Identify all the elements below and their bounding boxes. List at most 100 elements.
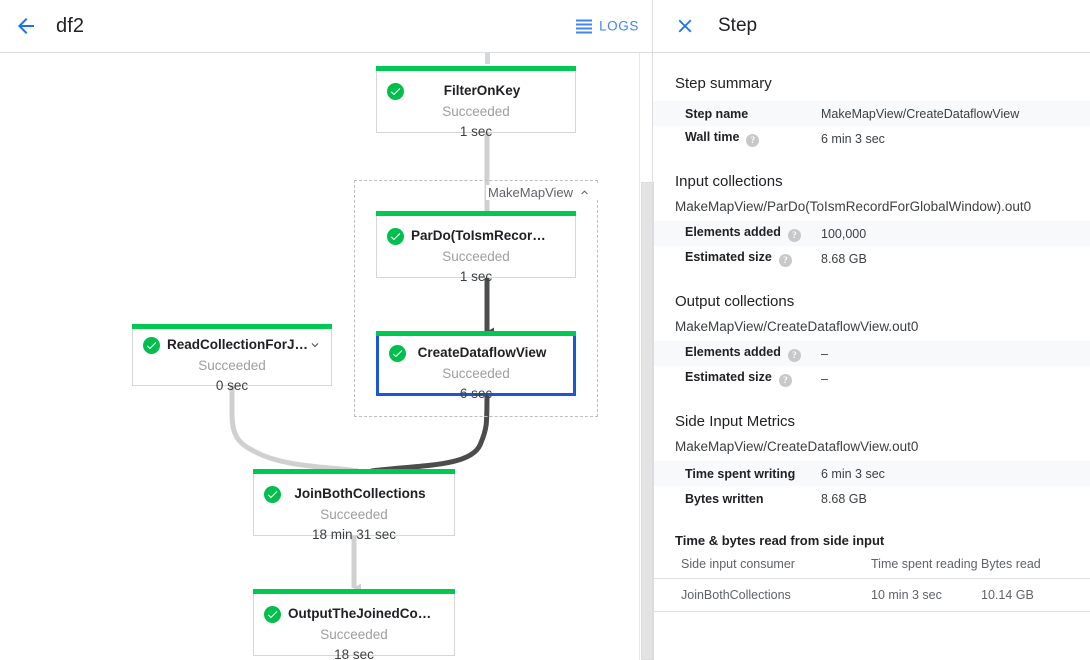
node-status-bar bbox=[253, 589, 455, 594]
node-status-bar bbox=[253, 469, 455, 474]
output-collections-table: Elements added? – Estimated size? – bbox=[653, 341, 1090, 391]
row-label: Elements added? bbox=[653, 341, 821, 366]
node-status-bar bbox=[376, 331, 576, 336]
step-panel-title: Step bbox=[718, 15, 758, 36]
help-icon[interactable]: ? bbox=[787, 349, 801, 363]
node-duration: 18 min 31 sec bbox=[311, 527, 397, 542]
row-label: Wall time? bbox=[653, 126, 821, 151]
node-title: OutputTheJoinedCollec… bbox=[288, 606, 454, 621]
table-row: Elements added? 100,000 bbox=[653, 221, 1090, 246]
section-heading-side-input-metrics: Side Input Metrics bbox=[675, 413, 796, 430]
graph-node-join-both-collections[interactable]: JoinBothCollections Succeeded 18 min 31 … bbox=[253, 469, 455, 542]
node-status: Succeeded bbox=[198, 358, 266, 373]
table-row: Estimated size? 8.68 GB bbox=[653, 246, 1090, 271]
help-icon[interactable]: ? bbox=[778, 254, 792, 268]
table-row: Estimated size? – bbox=[653, 366, 1090, 391]
node-duration: 1 sec bbox=[459, 124, 493, 139]
node-duration: 0 sec bbox=[215, 378, 249, 393]
graph-group-makemapview[interactable] bbox=[354, 180, 598, 417]
pane-divider bbox=[652, 0, 653, 660]
help-icon[interactable]: ? bbox=[746, 134, 760, 148]
check-circle-icon bbox=[264, 486, 281, 503]
cell-bytes-read: 10.14 GB bbox=[981, 578, 1090, 612]
table-row: Wall time? 6 min 3 sec bbox=[653, 126, 1090, 151]
node-duration: 18 sec bbox=[334, 647, 374, 660]
row-value: – bbox=[821, 346, 828, 361]
node-status: Succeeded bbox=[442, 249, 510, 264]
row-label: Time spent writing bbox=[685, 466, 796, 481]
logs-button[interactable]: LOGS bbox=[576, 19, 639, 34]
node-status: Succeeded bbox=[442, 104, 510, 119]
row-label: Estimated size? bbox=[653, 246, 821, 271]
graph-node-output-the-joined-collection[interactable]: OutputTheJoinedCollec… Succeeded 18 sec bbox=[253, 589, 455, 660]
input-collections-table: Elements added? 100,000 Estimated size? … bbox=[653, 221, 1090, 271]
row-value: – bbox=[821, 371, 828, 386]
section-heading-input-collections: Input collections bbox=[675, 173, 783, 190]
close-icon[interactable] bbox=[674, 15, 696, 37]
graph-edges bbox=[229, 133, 494, 593]
node-duration: 1 sec bbox=[459, 269, 493, 284]
node-title: JoinBothCollections bbox=[294, 486, 426, 501]
step-panel-header: Step bbox=[653, 0, 1090, 53]
column-header-side-input-consumer: Side input consumer bbox=[653, 554, 871, 579]
cell-side-input-consumer: JoinBothCollections bbox=[653, 578, 871, 612]
node-status: Succeeded bbox=[320, 507, 388, 522]
graph-node-read-collection-for-join[interactable]: ReadCollectionForJoin Succeeded 0 sec bbox=[132, 324, 332, 393]
node-title: ParDo(ToIsmRecordFor… bbox=[411, 228, 575, 243]
graph-group-label-text: MakeMapView bbox=[488, 185, 574, 200]
section-heading-side-input-reads: Time & bytes read from side input bbox=[675, 533, 885, 548]
check-circle-icon bbox=[389, 345, 406, 362]
job-graph-canvas[interactable]: MakeMapView FilterOnKey Succeeded 1 sec bbox=[0, 53, 653, 660]
step-summary-table: Step name MakeMapView/CreateDataflowView… bbox=[653, 101, 1090, 151]
side-input-metrics-table: Time spent writing 6 min 3 sec Bytes wri… bbox=[653, 461, 1090, 511]
step-details-panel: Step Step summary Step name MakeMapView/… bbox=[653, 0, 1090, 660]
row-value: 100,000 bbox=[821, 226, 867, 241]
help-icon[interactable]: ? bbox=[778, 374, 792, 388]
help-icon[interactable]: ? bbox=[787, 229, 801, 243]
chevron-down-icon[interactable] bbox=[308, 338, 322, 352]
node-status: Succeeded bbox=[442, 366, 510, 381]
row-value: 8.68 GB bbox=[821, 491, 867, 506]
node-title: FilterOnKey bbox=[443, 83, 521, 98]
check-circle-icon bbox=[143, 337, 160, 354]
graph-node-filter-on-key[interactable]: FilterOnKey Succeeded 1 sec bbox=[376, 66, 576, 139]
table-header-row: Side input consumer Time spent reading B… bbox=[653, 554, 1090, 579]
table-row: Elements added? – bbox=[653, 341, 1090, 366]
section-heading-output-collections: Output collections bbox=[675, 293, 795, 310]
node-status-bar bbox=[132, 324, 332, 329]
graph-top-edge-stub bbox=[485, 53, 490, 64]
table-row: Step name MakeMapView/CreateDataflowView bbox=[653, 101, 1090, 126]
chevron-up-icon bbox=[581, 190, 588, 195]
node-status-bar bbox=[376, 66, 576, 71]
input-collection-name: MakeMapView/ParDo(ToIsmRecordForGlobalWi… bbox=[675, 199, 1032, 214]
arrow-left-icon[interactable] bbox=[14, 14, 38, 38]
row-label: Estimated size? bbox=[653, 366, 821, 391]
column-header-bytes-read: Bytes read bbox=[981, 554, 1090, 579]
graph-node-pardo-to-ism-record[interactable]: ParDo(ToIsmRecordFor… Succeeded 1 sec bbox=[376, 211, 576, 284]
logs-button-label: LOGS bbox=[599, 18, 639, 34]
check-circle-icon bbox=[387, 228, 404, 245]
table-row: Bytes written 8.68 GB bbox=[653, 486, 1090, 511]
section-heading-step-summary: Step summary bbox=[675, 75, 772, 92]
row-label: Elements added? bbox=[653, 221, 821, 246]
job-toolbar: df2 LOGS bbox=[0, 0, 653, 53]
step-panel-body: Step summary Step name MakeMapView/Creat… bbox=[653, 75, 1090, 612]
row-label: Bytes written bbox=[685, 491, 764, 506]
graph-group-label[interactable]: MakeMapView bbox=[486, 185, 645, 200]
side-input-collection-name: MakeMapView/CreateDataflowView.out0 bbox=[675, 439, 919, 454]
node-status-bar bbox=[376, 211, 576, 216]
row-value: 8.68 GB bbox=[821, 251, 867, 266]
row-value: 6 min 3 sec bbox=[821, 466, 885, 481]
graph-node-create-dataflow-view[interactable]: CreateDataflowView Succeeded 6 sec bbox=[376, 331, 576, 401]
side-input-reads-table: Side input consumer Time spent reading B… bbox=[653, 554, 1090, 612]
row-value: 6 min 3 sec bbox=[821, 131, 885, 146]
check-circle-icon bbox=[264, 606, 281, 623]
logs-list-icon bbox=[576, 19, 593, 33]
row-value: MakeMapView/CreateDataflowView bbox=[821, 106, 1020, 121]
table-row: Time spent writing 6 min 3 sec bbox=[653, 461, 1090, 486]
output-collection-name: MakeMapView/CreateDataflowView.out0 bbox=[675, 319, 919, 334]
node-duration: 6 sec bbox=[459, 386, 493, 401]
graph-vertical-scrollbar[interactable] bbox=[639, 53, 654, 660]
check-circle-icon bbox=[387, 83, 404, 100]
